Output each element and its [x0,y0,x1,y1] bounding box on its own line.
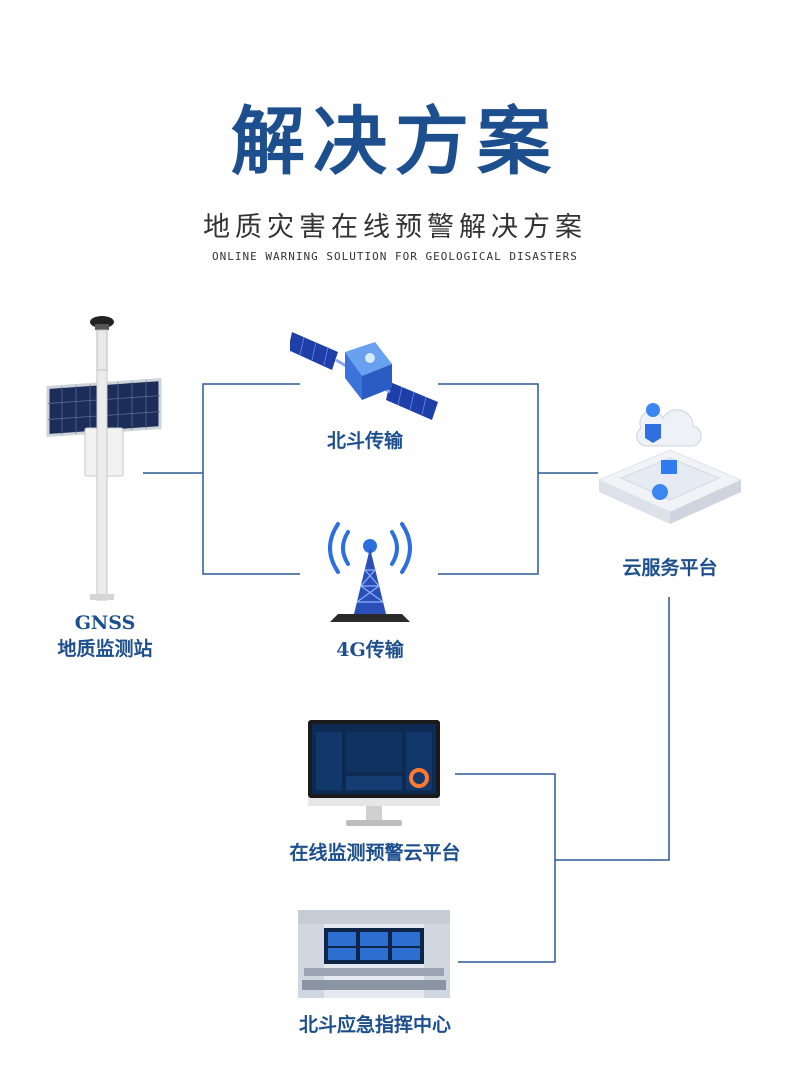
gnss-station-label: GNSS 地质监测站 [40,610,170,662]
beidou-transmission-label: 北斗传输 [326,430,403,452]
page-subtitle: 地质灾害在线预警解决方案 [203,212,587,243]
connector-right-bracket [438,383,539,575]
connector-cloud-down [555,597,670,861]
monitor-icon [308,720,440,826]
station-label-line2: 地质监测站 [57,638,153,660]
page-subtitle-english: ONLINE WARNING SOLUTION FOR GEOLOGICAL D… [212,250,578,263]
command-center-label: 北斗应急指挥中心 [298,1014,451,1036]
satellite-icon [290,332,438,420]
tower-icon [328,522,412,622]
cloud-server-icon [597,403,743,524]
connector-left-bracket [202,383,300,575]
connector-platform-bracket [455,773,556,963]
cloud-platform-label: 云服务平台 [622,557,718,579]
gnss-station-icon [46,316,162,601]
station-label-line1: GNSS [74,612,136,634]
monitoring-platform-label: 在线监测预警云平台 [289,842,461,864]
page-title: 解决方案 [231,99,559,185]
command-center-icon [298,910,450,998]
4g-transmission-label: 4G传输 [336,639,404,661]
